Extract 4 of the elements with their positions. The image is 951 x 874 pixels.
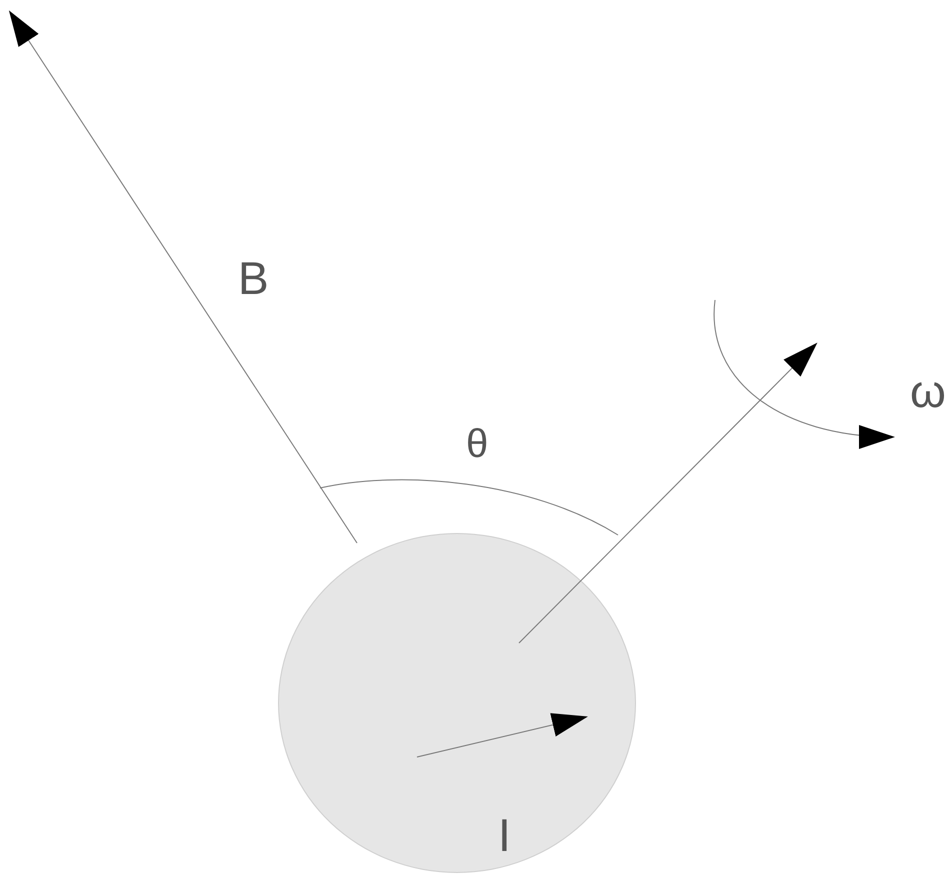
angle-label: θ [466, 424, 488, 464]
vector-label: B [238, 255, 269, 301]
current-label: I [498, 812, 511, 858]
angular-velocity-label: ω [910, 368, 946, 414]
